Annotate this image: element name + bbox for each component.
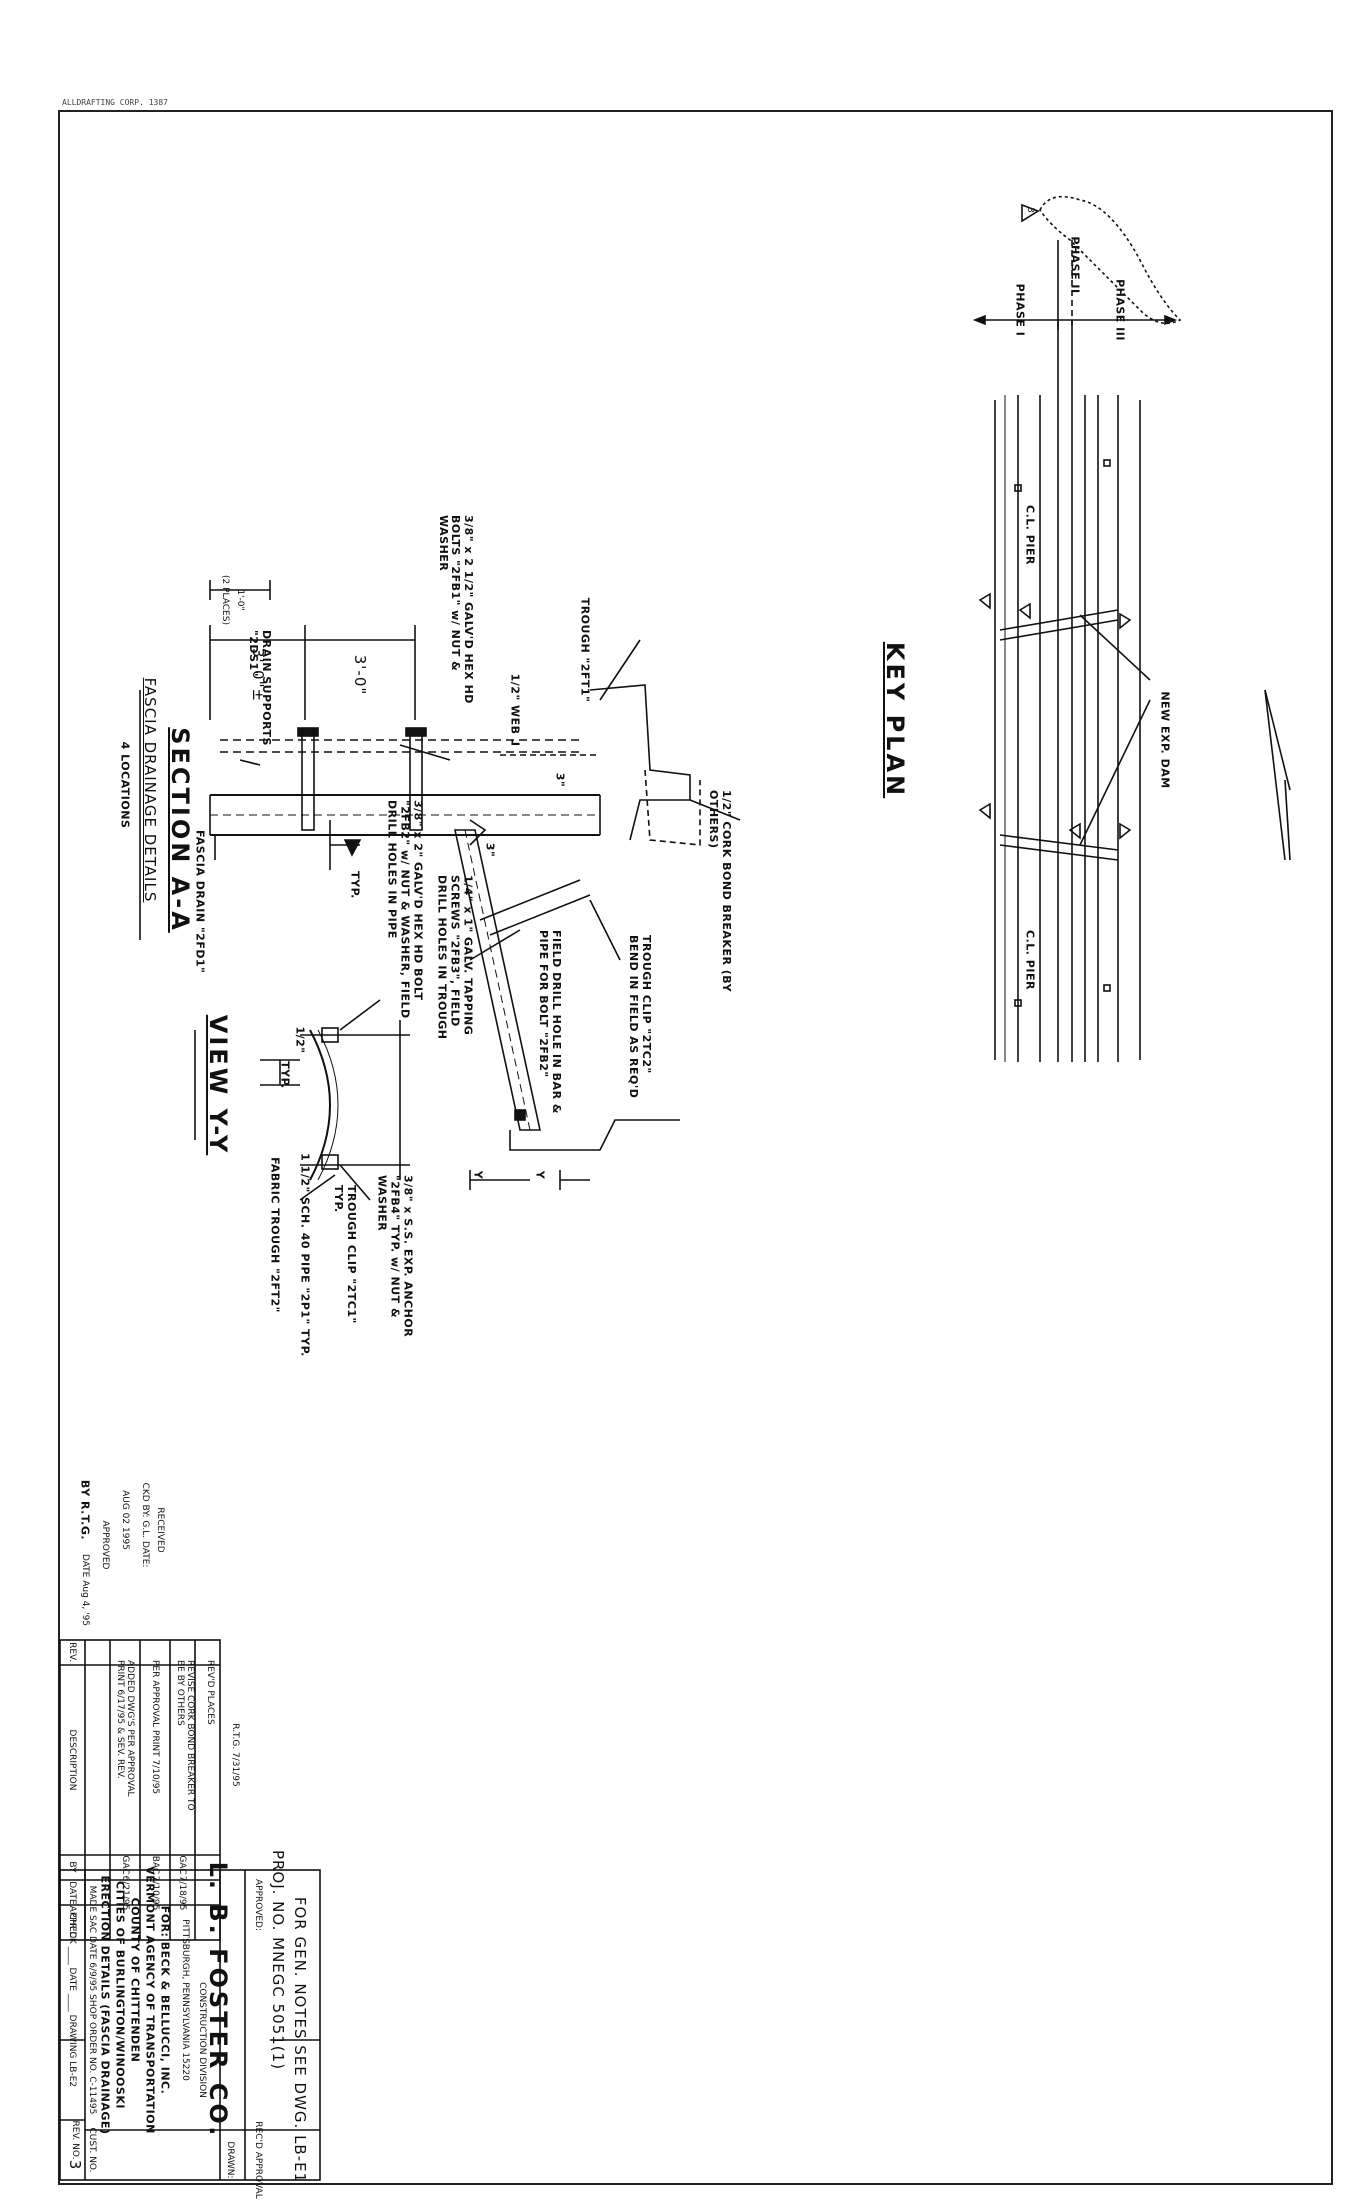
revision-table-lines (59, 1639, 221, 1941)
view-mark-y: Y (533, 1170, 547, 1180)
drawn-label: DRAWN: (225, 2141, 235, 2179)
view-yy (260, 999, 590, 1201)
rev-row-2-date: 7/18/95 (177, 1875, 187, 1911)
section-aa (209, 580, 741, 1151)
company-address: PITTSBURGH, PENNSYLVANIA 15220 (180, 1919, 190, 2081)
phase-2-label: PHASE II (1068, 236, 1082, 294)
title-block-lines (59, 1869, 321, 2181)
phase-3-label: PHASE III (1113, 279, 1127, 341)
rev-row-0-desc: ADDED DWG'S PER APPROVAL PRINT 6/17/95 &… (115, 1660, 135, 1797)
rev-row-2-by: GAC (177, 1855, 187, 1875)
callout-typ: TYP. (348, 871, 362, 899)
stamp-approved: APPROVED (100, 1520, 110, 1570)
view-title: VIEW Y-Y (204, 1014, 232, 1156)
stamp-date2: DATE Aug 4, '95 (80, 1553, 90, 1627)
rev-row-2-desc: REVISE CORK BOND BREAKER TO BE BY OTHERS (175, 1660, 195, 1811)
dim-top: 1'-0" (235, 589, 245, 611)
dim-3b: 3" (483, 842, 497, 858)
rev-header-date: DATE (67, 1881, 77, 1905)
stamp-by: BY R.T.G. (78, 1479, 92, 1541)
for-client: FOR: BECK & BELLUCCI, INC. (158, 1905, 172, 2095)
agency: VERMONT AGENCY OF TRANSPORTATION (143, 1866, 157, 2134)
rev-header-rev: REV. (67, 1642, 77, 1662)
view-callout-exp-anchor: 3/8" x S.S. EXP. ANCHOR "2FB4" TYP. w/ N… (375, 1175, 415, 1338)
revision-note: R.T.G. 7/31/95 (230, 1723, 240, 1787)
gen-notes: FOR GEN. NOTES SEE DWG. LB-E1 (291, 1896, 309, 2184)
dim-right: 3'-0" (351, 654, 369, 696)
view-callout-fabric-trough: FABRIC TROUGH "2FT2" (268, 1157, 282, 1313)
rev-header-by: BY (67, 1861, 77, 1873)
corner-note: ALLDRAFTING CORP. 1387 (62, 98, 168, 107)
callout-hex-bolt-2fb2: 3/8" x 2" GALV'D HEX HD BOLT "2FB2" w/ N… (385, 800, 425, 1019)
view-typ: TYP. (278, 1061, 292, 1089)
county: COUNTY OF CHITTENDEN (128, 1897, 142, 2063)
cust-no: CUST. NO. (87, 2127, 97, 2173)
phase-dimension (972, 195, 1182, 330)
rev-row-0-by: GAC (120, 1855, 130, 1875)
dim-3a: 3" (553, 772, 567, 788)
callout-trough-2ft1: TROUGH "2FT1" (578, 597, 592, 703)
section-title: SECTION A-A (166, 727, 194, 933)
check-drawing: CHECK ____ DATE ____ DRAWING LB-E2 (67, 1912, 77, 2088)
pier-label-1: C.L. PIER (1023, 505, 1037, 565)
rev-no: 3 (66, 2159, 84, 2171)
erection-details: ERECTION DETAILS (FASCIA DRAINAGE) (98, 1875, 112, 2135)
callout-field-drill-hole: FIELD DRILL HOLE IN BAR & PIPE FOR BOLT … (537, 930, 563, 1114)
callout-tapping-screws: 1/4" x 1" GALV. TAPPING SCREWS "2FB3", F… (435, 875, 475, 1040)
section-locations: 4 LOCATIONS (118, 741, 132, 829)
callout-cork-bond-breaker: 1/2" CORK BOND BREAKER (BY OTHERS) (707, 790, 733, 993)
rev-no-label: REV. NO. (70, 2120, 80, 2160)
callout-fascia-drain: FASCIA DRAIN "2FD1" (193, 830, 207, 974)
rev-tag: 3 (1025, 207, 1035, 213)
view-callout-pipe: 1 1/2" SCH. 40 PIPE "2P1" TYP. (298, 1153, 312, 1357)
callout-web: 1/2" WEB ⅃ (508, 673, 522, 747)
proj-no: PROJ. NO. MNEGC 5051(1) (269, 1849, 287, 2071)
callout-drain-supports: DRAIN SUPPORTS "2DS1" (247, 630, 273, 746)
rev-header-desc: DESCRIPTION (67, 1729, 77, 1791)
stamp-date: AUG 02 1995 (120, 1490, 130, 1550)
rec-approval-label: REC'D APPROVAL (253, 2121, 263, 2199)
made-by: MADE SAC DATE 6/9/95 SHOP ORDER NO. C-11… (87, 1885, 97, 2115)
section-subtitle: FASCIA DRAINAGE DETAILS (141, 677, 159, 903)
dim-top-2: (2 PLACES) (220, 575, 230, 625)
cities: CITIES OF BURLINGTON/WINOOSKI (113, 1881, 127, 2109)
callout-hex-bolts-2fb1: 3/8" x 2 1/2" GALV'D HEX HD BOLTS "2FB1"… (436, 515, 475, 704)
approved-label: APPROVED: (253, 1879, 263, 1931)
stamp-checked: CKD BY: G.L. DATE: (140, 1482, 150, 1568)
north-arrow (1264, 689, 1291, 861)
view-callout-trough-clip: TROUGH CLIP "2TC1" TYP. (332, 1185, 358, 1324)
pier-label-2: C.L. PIER (1023, 930, 1037, 990)
phase-1-label: PHASE I (1013, 283, 1027, 337)
view-mark-y2: Y (471, 1170, 485, 1180)
stamp-received: RECEIVED (155, 1507, 165, 1553)
drawing-border (58, 110, 1333, 2185)
company-division: CONSTRUCTION DIVISION (197, 1982, 207, 2098)
new-exp-dam-label: NEW EXP. DAM (1158, 691, 1172, 789)
view-dim: 1/2" (293, 1026, 307, 1054)
callout-trough-clip-2tc2: TROUGH CLIP "2TC2" BEND IN FIELD AS REQ'… (627, 935, 653, 1099)
company-name: L. B. FOSTER CO. (204, 1861, 232, 2139)
section-cut-marks (978, 592, 1151, 846)
rev-row-3-desc: REV'D PLACES (205, 1660, 215, 1725)
key-plan-deck (994, 320, 1141, 1062)
key-plan-title: KEY PLAN (881, 641, 909, 799)
rev-row-1-desc: PER APPROVAL PRINT 7/10/95 (150, 1660, 160, 1795)
